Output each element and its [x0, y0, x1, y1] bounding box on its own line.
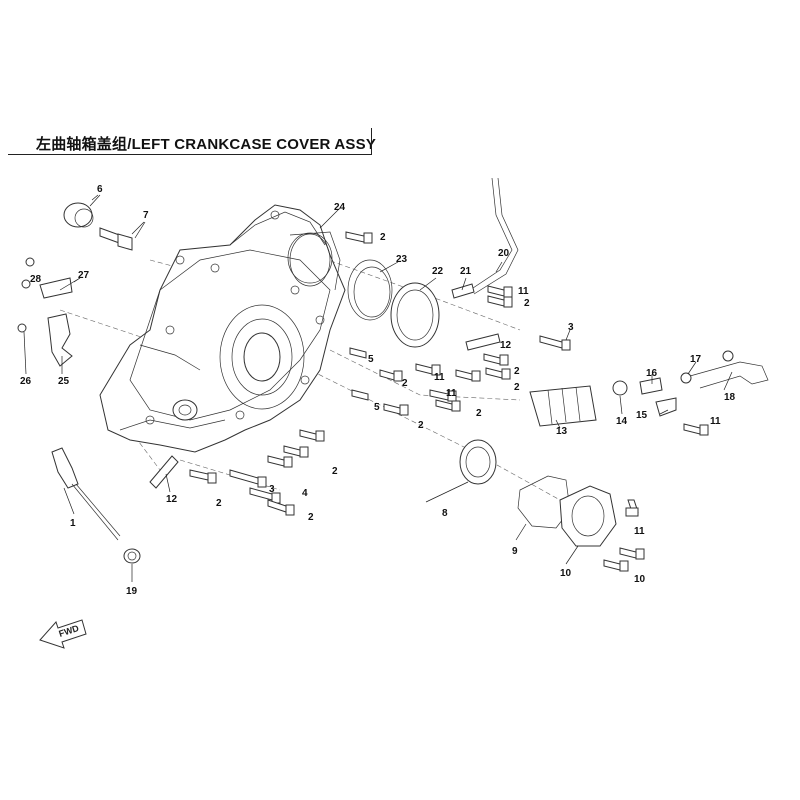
part-6-plug [63, 194, 99, 228]
leader-lines [23, 194, 733, 582]
callout-27: 27 [78, 270, 90, 281]
part-1-dipstick [51, 447, 141, 564]
callout-20: 20 [498, 248, 510, 259]
callout-1: 1 [70, 518, 76, 529]
callout-3: 3 [269, 484, 275, 495]
callout-12: 12 [166, 494, 178, 505]
part-20-hose [469, 177, 519, 295]
callout-6: 6 [97, 184, 103, 195]
title-corner-tick [371, 128, 372, 155]
callout-2: 2 [514, 382, 520, 393]
callout-11: 11 [446, 388, 457, 399]
callout-2: 2 [402, 378, 408, 389]
callout-8: 8 [442, 508, 448, 519]
callout-2: 2 [308, 512, 314, 523]
callout-3: 3 [568, 322, 574, 333]
callout-2: 2 [514, 366, 520, 377]
part-25-sensor [17, 313, 73, 367]
callout-17: 17 [690, 354, 702, 365]
callout-2: 2 [476, 408, 482, 419]
part-8-seal [459, 439, 497, 485]
part-10-cover [559, 485, 617, 547]
title-block: 左曲轴箱盖组/LEFT CRANKCASE COVER ASSY [8, 128, 376, 155]
crankcase-cover [99, 204, 346, 453]
callout-2: 2 [524, 298, 530, 309]
callout-9: 9 [512, 546, 518, 557]
callout-19: 19 [126, 586, 138, 597]
fwd-arrow-icon: FWD [39, 619, 87, 649]
callout-10: 10 [560, 568, 572, 579]
callout-7: 7 [143, 210, 149, 221]
part-17-18-hose [680, 350, 769, 389]
callout-11: 11 [518, 286, 529, 297]
bolts [189, 231, 709, 572]
callout-22: 22 [432, 266, 444, 277]
callout-24: 24 [334, 202, 346, 213]
gaskets [289, 233, 440, 348]
callout-16: 16 [646, 368, 658, 379]
part-21-nipple [451, 283, 475, 299]
callout-21: 21 [460, 266, 472, 277]
callout-2: 2 [332, 466, 338, 477]
callout-11: 10 [634, 574, 646, 585]
diagram-title: 左曲轴箱盖组/LEFT CRANKCASE COVER ASSY [36, 136, 377, 153]
callout-14: 14 [616, 416, 628, 427]
title-underline [8, 154, 372, 155]
part-15-bracket [655, 397, 677, 417]
callout-18: 18 [724, 392, 736, 403]
callout-23: 23 [396, 254, 408, 265]
callout-2: 2 [418, 420, 424, 431]
part-7-bolt [99, 221, 146, 251]
callout-5: 5 [368, 354, 374, 365]
callout-labels: 6 7 24 2 23 20 22 21 11 2 3 28 27 12 5 2… [20, 184, 736, 597]
callout-11: 11 [710, 416, 721, 427]
callout-5: 5 [374, 402, 380, 413]
callout-11: 11 [434, 372, 445, 383]
callout-2: 2 [216, 498, 222, 509]
callout-28: 28 [30, 274, 42, 285]
part-13-boot [529, 385, 597, 427]
part-12-strip [149, 333, 501, 489]
callout-26: 26 [20, 376, 32, 387]
callout-15: 15 [636, 410, 648, 421]
part-14-16-fittings [612, 377, 663, 396]
callout-12: 12 [500, 340, 512, 351]
callout-4: 4 [302, 488, 308, 499]
part-27-bracket [21, 257, 81, 299]
callout-25: 25 [58, 376, 70, 387]
callout-13: 13 [556, 426, 568, 437]
callout-11: 11 [634, 526, 645, 537]
callout-2: 2 [380, 232, 386, 243]
